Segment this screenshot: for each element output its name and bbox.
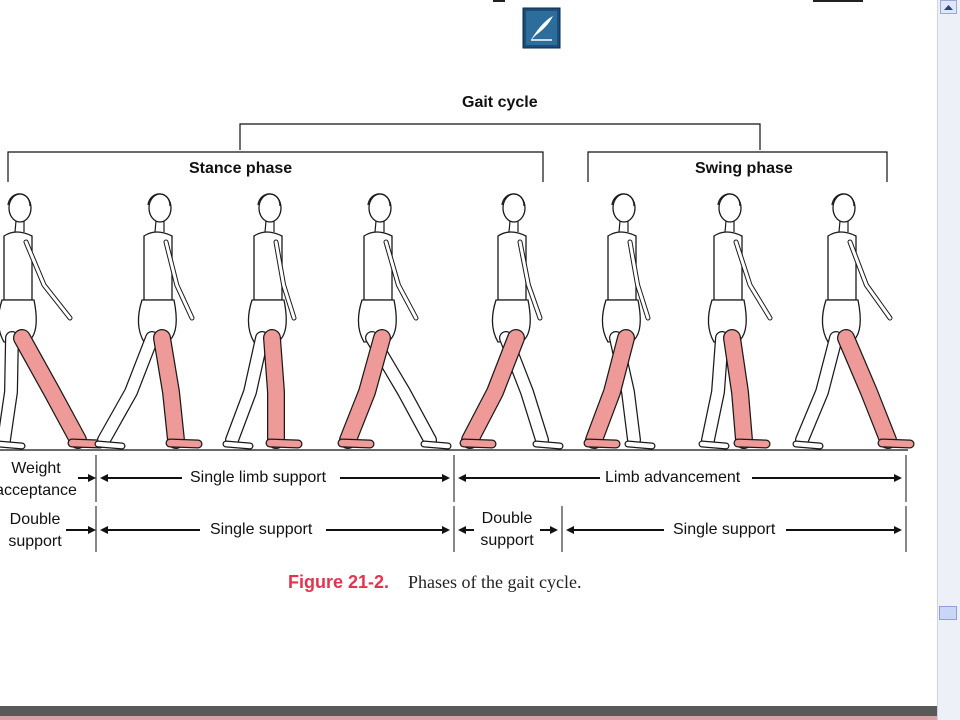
double-support-left-label: Double support [8,511,62,550]
double-support-mid-label: Double support [480,510,534,549]
gait-cycle-title: Gait cycle [462,94,538,111]
row2-arrows [66,506,907,552]
walking-figure [583,193,656,450]
gait-cycle-bracket [239,123,761,150]
single-support-left-label: Single support [210,521,313,538]
swing-phase-label: Swing phase [695,160,793,177]
walking-figure [337,193,452,450]
row1-arrows [78,455,907,502]
figure-number: Figure 21-2. [288,572,390,592]
single-limb-support-label: Single limb support [190,469,327,486]
walking-figure [222,193,303,450]
scroll-up-arrow-icon[interactable] [940,0,957,14]
single-support-right-label: Single support [673,521,776,538]
quill-pen-icon[interactable] [522,7,561,49]
walking-figure [698,193,773,450]
scrollbar-thumb[interactable] [939,606,957,620]
limb-advancement-label: Limb advancement [605,469,741,486]
walking-figure [94,193,203,450]
stance-phase-label: Stance phase [189,160,293,177]
swing-phase-bracket [587,151,888,182]
walking-figure [0,193,105,450]
figure-caption: Phases of the gait cycle. [408,572,582,592]
walking-figures [0,193,915,450]
bottom-accent-line [0,716,937,720]
walking-figure [459,193,564,450]
walking-figure [792,193,915,450]
cropped-text-line [493,0,863,2]
stance-phase-bracket [7,151,544,182]
vertical-scrollbar[interactable] [937,0,960,720]
weight-acceptance-label: Weight acceptance [0,460,77,499]
